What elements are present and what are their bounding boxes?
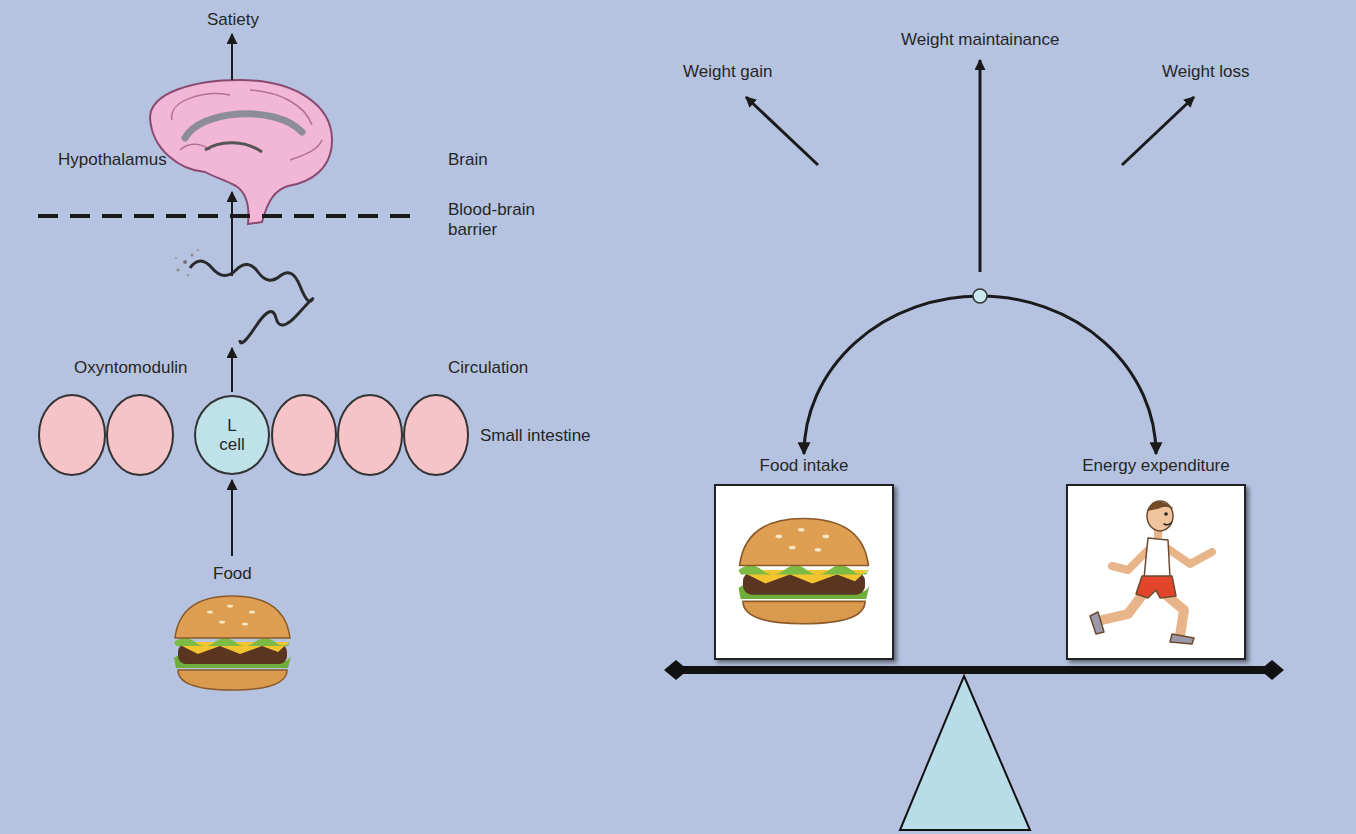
text-label: Small intestine (480, 426, 591, 446)
barrier-line (38, 214, 412, 218)
text-label: Satiety (207, 10, 259, 30)
text-label: Blood-brain barrier (448, 200, 552, 240)
flow-arrow (231, 34, 233, 80)
picture-box: Energy expenditure (1066, 456, 1246, 660)
text-label: Circulation (448, 358, 528, 378)
text-label: Brain (448, 150, 488, 170)
brain-drawing (150, 80, 332, 224)
seesaw-beam (664, 660, 1284, 830)
text-label: Weight loss (1162, 62, 1250, 82)
text-label: Oxyntomodulin (74, 358, 187, 378)
peptide-drawing (175, 249, 313, 343)
pivot-dot (973, 289, 987, 303)
runner-drawing (1068, 486, 1244, 658)
picture-frame (714, 484, 894, 660)
picture-box: Food intake (714, 456, 894, 660)
flow-arrow (231, 192, 233, 276)
text-label: Hypothalamus (58, 150, 167, 170)
box-heading: Energy expenditure (1066, 456, 1246, 476)
cell-label: L cell (219, 416, 245, 454)
intestine-cells (39, 395, 468, 475)
picture-frame (1066, 484, 1246, 660)
balance-arc (804, 296, 1156, 454)
flow-arrow (231, 480, 233, 556)
text-label: Food (213, 564, 252, 584)
box-heading: Food intake (714, 456, 894, 476)
cell-ellipse: L cell (194, 395, 270, 475)
text-label: Weight maintainance (901, 30, 1059, 50)
burger-drawing (174, 596, 291, 690)
text-label: Weight gain (683, 62, 772, 82)
outcome-arrows (746, 60, 1194, 272)
flow-arrow (231, 348, 233, 392)
burger-drawing (716, 486, 892, 658)
